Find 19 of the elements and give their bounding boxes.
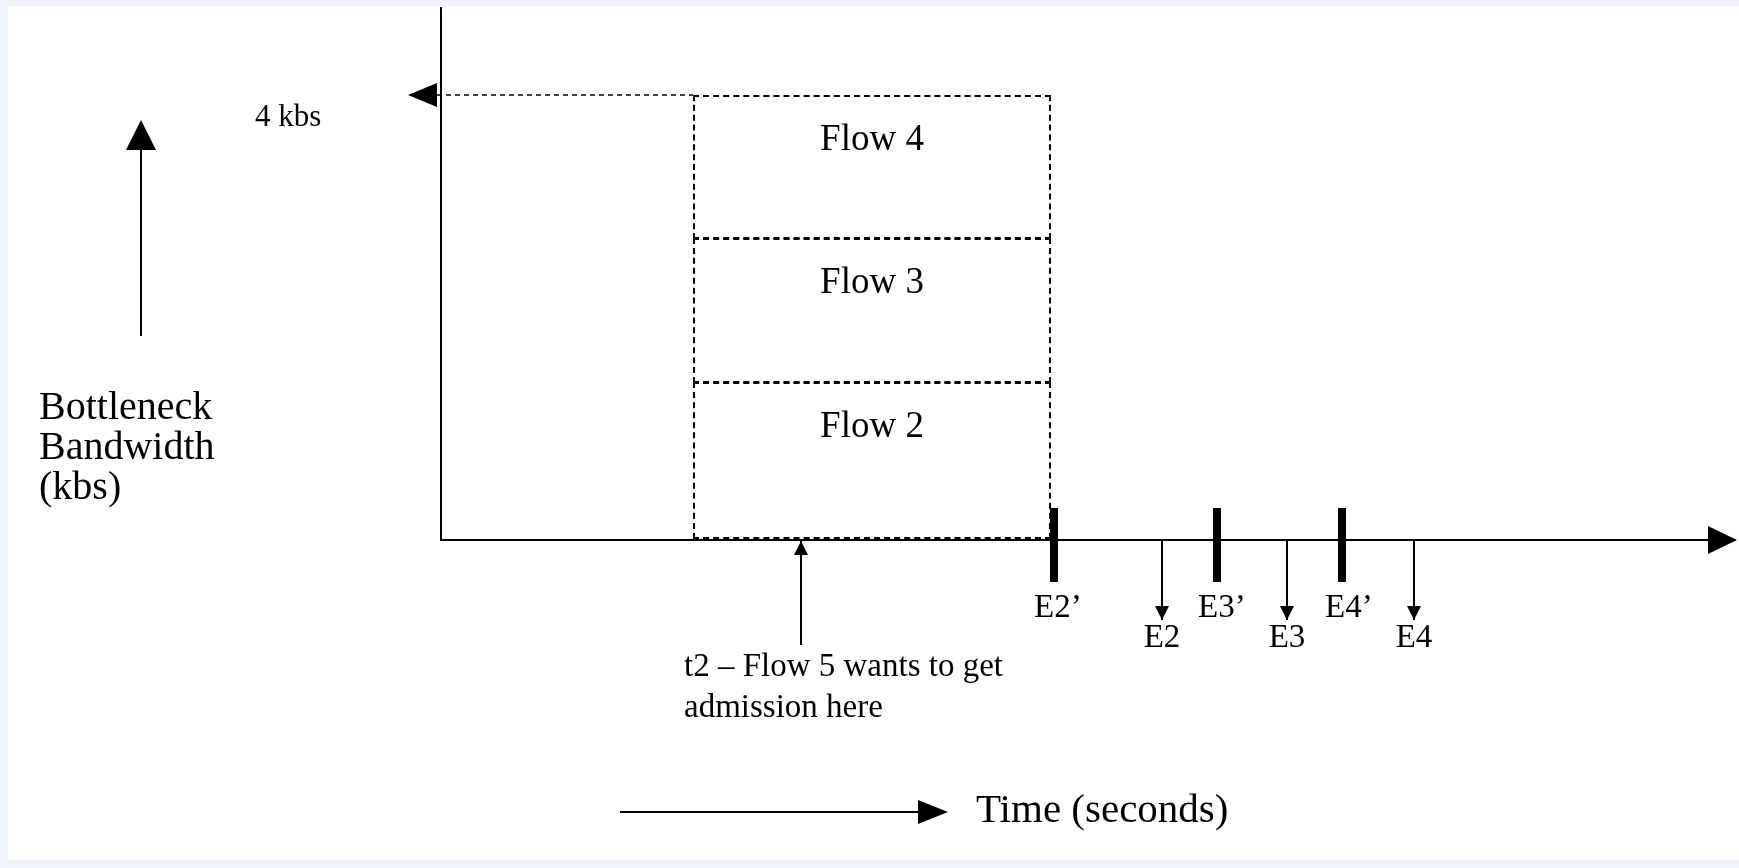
arrow — [1407, 540, 1421, 621]
axis-title: Time (seconds) — [976, 788, 1229, 829]
event-label: E2 — [1141, 620, 1183, 656]
event-label: E4 — [1393, 620, 1435, 656]
flow-box — [693, 95, 1051, 239]
arrow — [794, 540, 808, 646]
arrow — [1155, 540, 1169, 621]
event-label: E2’ — [1034, 590, 1082, 623]
event-label: E3 — [1266, 620, 1308, 656]
flow-label: Flow 3 — [820, 262, 924, 303]
axis-title: Bottleneck Bandwidth (kbs) — [39, 386, 216, 506]
flow-label: Flow 4 — [820, 119, 924, 160]
flow-label: Flow 2 — [820, 406, 924, 447]
event-label: E4’ — [1325, 590, 1373, 623]
axis-value: 4 kbs — [255, 100, 322, 131]
event-label: E3’ — [1198, 590, 1246, 623]
arrow — [1280, 540, 1294, 621]
annotation: t2 – Flow 5 wants to get admission here — [684, 645, 1014, 735]
flow-box — [693, 238, 1051, 383]
